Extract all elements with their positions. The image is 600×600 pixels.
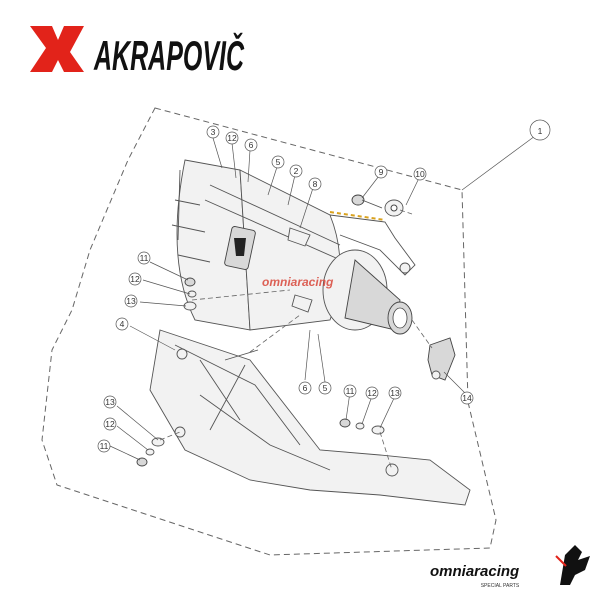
callout-12-upper — [128, 272, 142, 286]
end-clamp — [427, 337, 456, 381]
mounting-bracket — [287, 211, 416, 313]
callout-label: 6 — [303, 383, 308, 393]
callout-14 — [460, 391, 474, 405]
assembly-lines — [159, 209, 433, 471]
callout-label: 10 — [415, 169, 425, 179]
pegasus-icon — [560, 545, 590, 585]
heat-shield — [149, 329, 471, 506]
callout-8 — [308, 177, 322, 191]
callout-11-upper — [137, 251, 151, 265]
callout-12-lower — [103, 417, 117, 431]
omniaracing-name: omniaracing — [430, 563, 519, 580]
callout-4 — [115, 317, 129, 331]
omniaracing-logo: omniaracing SPECIAL PARTS — [430, 545, 590, 589]
omniaracing-tagline: SPECIAL PARTS — [481, 583, 520, 589]
callout-label: 1 — [538, 126, 543, 136]
akrapovic-logo: AKRAPOVIČ — [30, 26, 244, 79]
callout-label: 3 — [211, 127, 216, 137]
callout-label: 6 — [249, 140, 254, 150]
callout-6-bottom — [298, 381, 312, 395]
callout-7 — [225, 131, 239, 145]
silencer-body — [171, 159, 413, 335]
callout-bubbles — [97, 119, 551, 453]
callout-label: 5 — [276, 157, 281, 167]
leader-lines — [109, 135, 536, 461]
callout-label: 13 — [126, 296, 136, 306]
callout-13-upper — [124, 294, 138, 308]
callout-12-right — [365, 386, 379, 400]
callout-13-lower — [103, 395, 117, 409]
callout-label: 12 — [367, 388, 377, 398]
hardware-left-upper — [183, 277, 197, 311]
callout-3 — [206, 125, 220, 139]
callout-13-right — [388, 386, 402, 400]
callout-5-top — [271, 155, 285, 169]
callout-label: 4 — [120, 319, 125, 329]
callout-1 — [529, 119, 551, 141]
callout-label: 5 — [323, 383, 328, 393]
brand-name: AKRAPOVIČ — [93, 31, 244, 79]
scorpion-icon — [30, 26, 84, 72]
callout-label: 11 — [346, 386, 355, 396]
callout-9 — [374, 165, 388, 179]
callout-10 — [413, 167, 427, 181]
callout-label: 13 — [390, 388, 400, 398]
watermark-text: omniaracing — [262, 275, 334, 289]
callout-label: 11 — [100, 441, 109, 451]
callout-6-top — [244, 138, 258, 152]
callout-label: 8 — [313, 179, 318, 189]
hardware-right — [339, 418, 385, 435]
callout-label: 13 — [105, 397, 115, 407]
callout-label: 12 — [227, 133, 237, 143]
callout-label: 2 — [294, 166, 299, 176]
bolt-and-washer — [351, 194, 404, 217]
callout-5-bottom — [318, 381, 332, 395]
callout-label: 12 — [105, 419, 115, 429]
callout-label: 9 — [379, 167, 384, 177]
callout-11-right — [343, 384, 357, 398]
callout-label: 12 — [130, 274, 140, 284]
assembly-boundary — [41, 107, 497, 556]
hardware-left-lower — [136, 437, 165, 467]
callout-11-lower — [97, 439, 111, 453]
callout-label: 14 — [462, 393, 472, 403]
callout-2 — [289, 164, 303, 178]
callout-labels: 1 3 12 6 5 2 8 9 10 11 12 13 4 6 5 11 12… — [100, 126, 543, 451]
callout-label: 11 — [140, 253, 149, 263]
